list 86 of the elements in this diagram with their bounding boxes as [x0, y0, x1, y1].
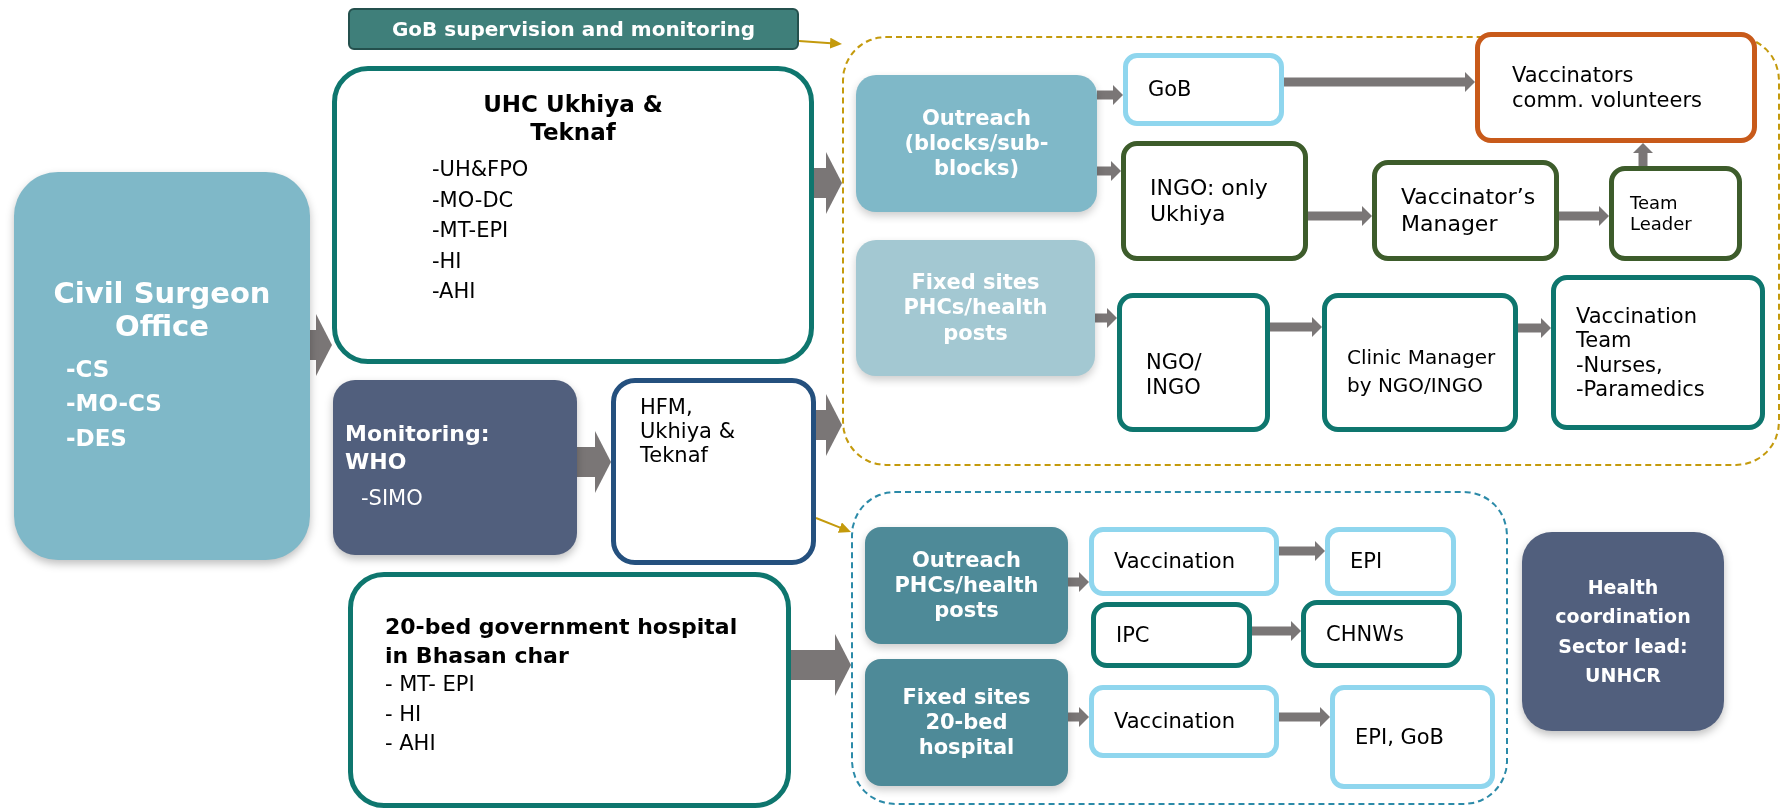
arrow: [1252, 621, 1301, 641]
process-box: [1609, 166, 1742, 261]
box-text: Vaccinator’s Manager: [1401, 184, 1537, 237]
arrow: [1068, 707, 1089, 727]
coordination-box: [1522, 532, 1724, 731]
box-text: Vaccination: [1114, 709, 1236, 734]
process-box: [1123, 53, 1284, 126]
box-text: -UH&FPO: [431, 156, 530, 184]
box-text: NGO/ INGO: [1146, 350, 1203, 399]
process-box: [348, 572, 791, 808]
box-text: Clinic Manager by NGO/INGO: [1347, 343, 1497, 399]
box-text: -DES: [65, 423, 127, 453]
box-text: HFM, Ukhiya & Teknaf: [640, 395, 737, 468]
box-text: Monitoring: WHO: [345, 420, 491, 476]
arrow: [1270, 317, 1322, 337]
category-box: [856, 240, 1095, 376]
category-box: [856, 75, 1097, 212]
block-arrow: [791, 634, 851, 696]
process-box: [1330, 685, 1495, 789]
box-text: - MT- EPI: [385, 671, 476, 699]
box-text: -MT-EPI: [431, 217, 510, 245]
arrow: [1559, 206, 1609, 226]
box-text: Team Leader: [1630, 192, 1693, 235]
block-arrow: [816, 394, 842, 456]
box-text: GoB: [1148, 77, 1193, 102]
banner-text: GoB supervision and monitoring: [391, 16, 756, 43]
box-text: - HI: [385, 700, 423, 728]
box-text: -Paramedics: [1576, 376, 1706, 401]
box-text: 20-bed government hospital in Bhasan char: [385, 613, 739, 670]
box-text: Outreach PHCs/health posts: [893, 547, 1040, 624]
box-text: Vaccination: [1114, 549, 1236, 574]
arrow: [798, 37, 842, 49]
box-text: Fixed sites 20-bed hospital: [901, 684, 1032, 761]
box-text: -HI: [431, 247, 463, 275]
box-text: -CS: [65, 354, 110, 384]
block-arrow: [310, 314, 332, 376]
arrow: [1308, 206, 1372, 226]
process-box: [611, 378, 816, 565]
box-text: -Nurses,: [1576, 352, 1664, 377]
box-text: Vaccination Team: [1576, 304, 1698, 353]
box-text: EPI, GoB: [1355, 724, 1445, 750]
process-box: [333, 380, 577, 555]
box-text: Civil Surgeon Office: [52, 276, 272, 344]
box-text: CHNWs: [1326, 621, 1405, 647]
process-box: [1121, 141, 1308, 261]
process-box: [1475, 32, 1757, 143]
box-text: Fixed sites PHCs/health posts: [902, 270, 1049, 346]
box-text: EPI: [1350, 549, 1384, 574]
block-arrow: [577, 431, 611, 493]
dashed-group-frame: [851, 491, 1508, 805]
process-box: [1322, 293, 1518, 432]
process-box: [1551, 275, 1765, 430]
arrow: [1279, 541, 1325, 561]
process-box: [1091, 602, 1252, 668]
arrow: [1279, 707, 1330, 727]
category-box: [865, 527, 1068, 644]
box-text: Vaccinators comm. volunteers: [1512, 63, 1704, 112]
office-box: [14, 172, 310, 560]
arrow: [1068, 572, 1089, 592]
arrow: [815, 517, 851, 533]
arrow: [1097, 85, 1123, 105]
box-text: -MO-DC: [431, 186, 515, 214]
process-box: [1325, 527, 1456, 596]
category-box: [865, 659, 1068, 786]
arrow: [1284, 72, 1475, 92]
arrow: [1097, 161, 1121, 181]
process-box: [1089, 527, 1279, 596]
box-text: Outreach (blocks/sub-blocks): [903, 105, 1050, 182]
supervision-banner: [348, 8, 799, 50]
box-text: -AHI: [431, 277, 477, 305]
box-text: Health coordination Sector lead: UNHCR: [1554, 574, 1692, 688]
process-box: [1301, 600, 1462, 668]
process-box: [1117, 293, 1270, 432]
box-text: INGO: only Ukhiya: [1150, 174, 1269, 228]
process-box: [332, 66, 814, 364]
arrow: [1518, 318, 1551, 338]
arrow: [1095, 308, 1117, 328]
box-text: IPC: [1116, 622, 1151, 648]
box-text: -SIMO: [360, 485, 424, 513]
box-text: -MO-CS: [65, 389, 162, 419]
process-box: [1372, 160, 1559, 261]
arrow: [1633, 143, 1653, 166]
box-text: - AHI: [385, 729, 437, 757]
box-text: UHC Ukhiya & Teknaf: [482, 91, 664, 147]
block-arrow: [814, 152, 842, 214]
process-box: [1089, 685, 1279, 758]
